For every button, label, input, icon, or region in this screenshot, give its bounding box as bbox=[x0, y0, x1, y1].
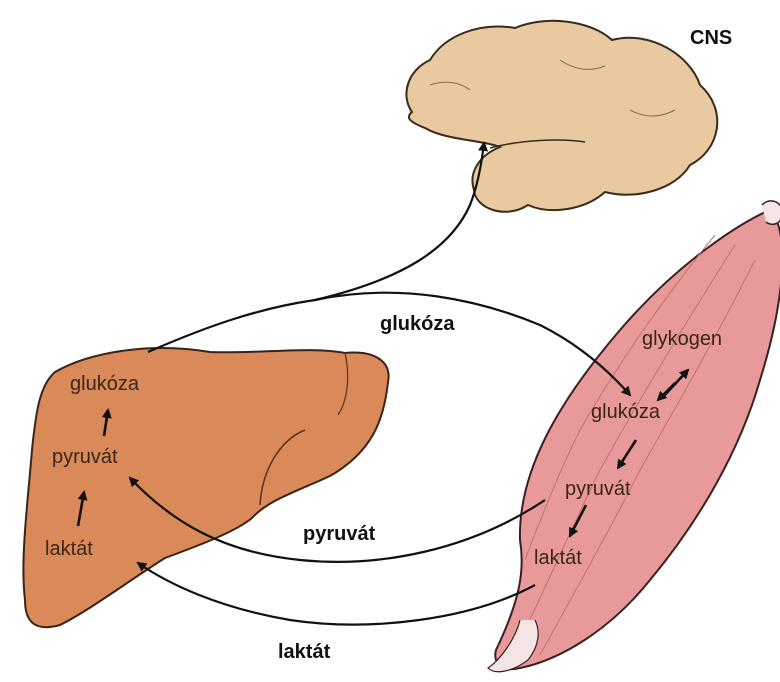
liver-lactate-label: laktát bbox=[45, 538, 93, 560]
muscle-shape bbox=[488, 201, 780, 672]
brain-shape bbox=[406, 21, 717, 212]
transport-glucose-label: glukóza bbox=[380, 313, 455, 335]
cns-label: CNS bbox=[690, 27, 732, 49]
transport-pyruvate-label: pyruvát bbox=[303, 523, 376, 545]
muscle-to-liver-lactate-arrow bbox=[138, 563, 535, 625]
muscle-glucose-label: glukóza bbox=[591, 401, 661, 423]
liver-glucose-label: glukóza bbox=[70, 373, 140, 395]
muscle-lactate-label: laktát bbox=[534, 547, 582, 569]
transport-lactate-label: laktát bbox=[278, 641, 331, 663]
muscle-pyruvate-label: pyruvát bbox=[565, 478, 631, 500]
muscle-glycogen-label: glykogen bbox=[642, 328, 722, 350]
liver-pyruvate-label: pyruvát bbox=[52, 446, 118, 468]
